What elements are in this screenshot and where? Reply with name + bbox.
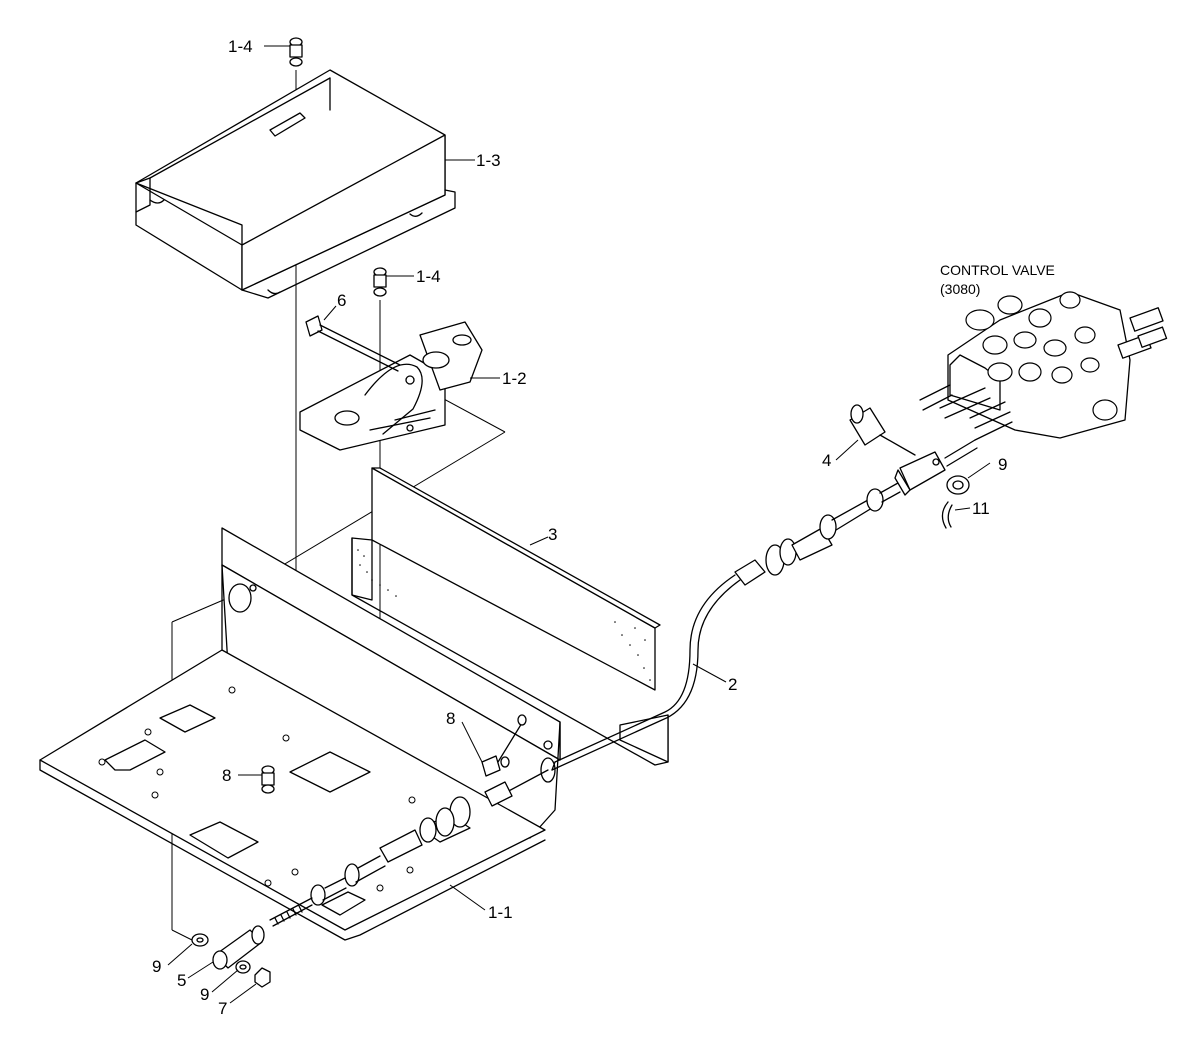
label-9-left: 9: [152, 957, 161, 976]
label-7: 7: [218, 999, 227, 1018]
part-top-cover: [135, 69, 456, 299]
label-1-3: 1-3: [476, 151, 501, 170]
bolt-6: [305, 315, 401, 372]
label-1-4-top: 1-4: [228, 37, 253, 56]
part-control-valve: [919, 291, 1168, 441]
bolt-1-4-mid: [373, 267, 387, 297]
label-11: 11: [972, 499, 990, 518]
part-control-cable: [269, 482, 901, 927]
label-9-bottom: 9: [200, 985, 209, 1004]
label-8-right: 8: [446, 709, 455, 728]
caption-control-valve: CONTROL VALVE: [940, 262, 1055, 278]
label-5: 5: [177, 971, 186, 990]
label-3: 3: [548, 525, 557, 544]
bolt-8-right: [481, 714, 527, 777]
label-8-left: 8: [222, 766, 231, 785]
bolt-8-left: [261, 765, 275, 794]
part-bracket: [299, 321, 483, 451]
label-2: 2: [728, 675, 737, 694]
part-washer-and-cotter-pin: [941, 475, 970, 529]
label-9-right: 9: [998, 455, 1007, 474]
label-1-4-mid: 1-4: [416, 267, 441, 286]
part-labels: CONTROL VALVE (3080) 1-4 1-3 1-4 6 1-2 3…: [152, 37, 1055, 1018]
small-parts-bottom: [191, 925, 271, 988]
bolt-1-4-top: [289, 37, 303, 67]
part-clevis-pin: [849, 404, 978, 496]
label-1-2: 1-2: [502, 369, 527, 388]
label-4: 4: [822, 451, 831, 470]
leader-lines: [167, 45, 991, 1004]
caption-control-valve-number: (3080): [940, 281, 980, 297]
label-6: 6: [337, 291, 346, 310]
label-1-1: 1-1: [488, 903, 513, 922]
